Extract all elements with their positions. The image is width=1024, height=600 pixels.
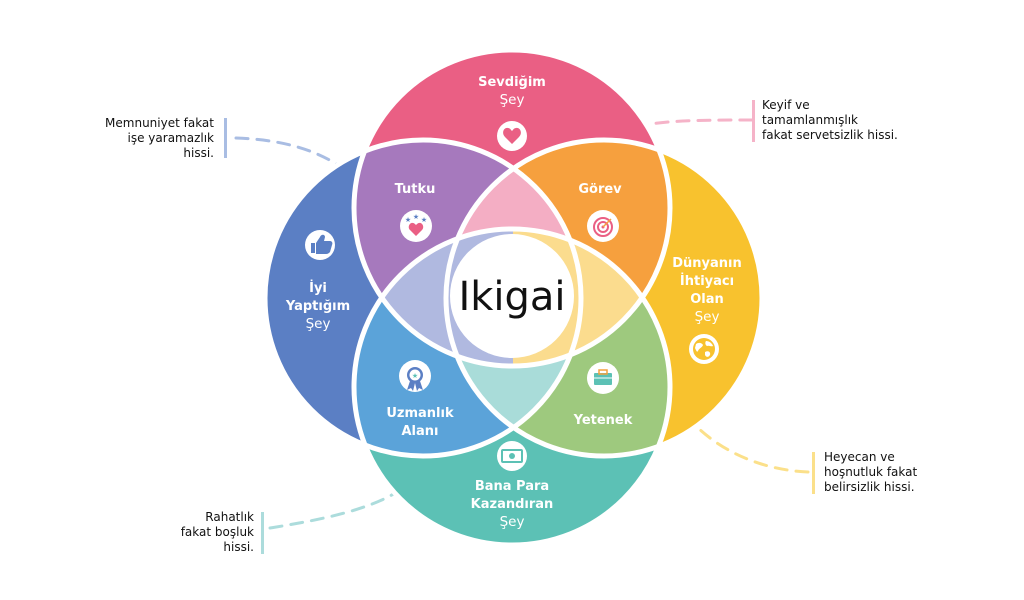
note-top-left-line2: işe yaramazlık	[127, 131, 214, 145]
label-gorev: Görev	[578, 182, 622, 197]
label-uzmanlik-line1: Uzmanlık	[386, 406, 454, 421]
label-left-line3: Şey	[306, 316, 331, 332]
note-top-left: Memnuniyet fakat işe yaramazlık hissi.	[70, 116, 214, 161]
label-right-line3: Olan	[690, 292, 724, 307]
note-bottom-right-bar	[812, 452, 815, 494]
note-top-left-bar	[224, 118, 227, 158]
briefcase-icon	[587, 362, 619, 394]
note-top-right-line3: fakat servetsizlik hissi.	[762, 128, 898, 142]
note-bottom-left-bar	[261, 512, 264, 554]
svg-text:★: ★	[413, 213, 419, 221]
award-ribbon-icon: ★	[399, 360, 431, 392]
label-top-line1: Sevdiğim	[478, 75, 546, 90]
money-icon	[497, 441, 527, 471]
stars-heart-icon: ★ ★ ★	[400, 210, 432, 242]
note-bottom-right-line2: hoşnutluk fakat	[824, 465, 918, 479]
label-right-line2: İhtiyacı	[680, 273, 734, 289]
label-top-line2: Şey	[500, 92, 525, 108]
circle-outlines	[262, 47, 765, 548]
label-right-line1: Dünyanın	[672, 256, 742, 271]
svg-text:★: ★	[412, 372, 418, 380]
note-top-right-line1: Keyif ve	[762, 98, 810, 112]
center-title: Ikigai	[458, 274, 565, 320]
center-circle	[450, 234, 574, 358]
label-left-line2: Yaptığım	[285, 299, 350, 314]
label-uzmanlik-line2: Alanı	[401, 424, 438, 439]
label-tutku: Tutku	[395, 182, 436, 197]
label-right-line4: Şey	[695, 309, 720, 325]
note-top-left-line1: Memnuniyet fakat	[105, 116, 214, 130]
note-bottom-left-line3: hissi.	[223, 540, 254, 554]
label-left-line1: İyi	[309, 280, 327, 296]
label-bottom-line1: Bana Para	[475, 479, 549, 494]
label-bottom-line3: Şey	[500, 514, 525, 530]
globe-icon	[689, 334, 719, 364]
note-bottom-right-line1: Heyecan ve	[824, 450, 895, 464]
label-yetenek: Yetenek	[573, 413, 633, 428]
svg-text:★: ★	[421, 216, 427, 224]
thumbs-up-icon	[305, 230, 335, 260]
target-icon	[587, 210, 619, 242]
label-bottom-line2: Kazandıran	[471, 497, 554, 512]
note-top-right: Keyif ve tamamlanmışlık fakat servetsizl…	[762, 98, 898, 143]
note-bottom-right: Heyecan ve hoşnutluk fakat belirsizlik h…	[824, 450, 917, 495]
heart-icon	[497, 121, 527, 151]
note-bottom-left-line1: Rahatlık	[205, 510, 254, 524]
note-top-right-line2: tamamlanmışlık	[762, 113, 858, 127]
note-bottom-left: Rahatlık fakat boşluk hissi.	[130, 510, 254, 555]
svg-text:★: ★	[405, 216, 411, 224]
note-top-left-line3: hissi.	[183, 146, 214, 160]
note-top-right-bar	[752, 100, 755, 142]
note-bottom-right-line3: belirsizlik hissi.	[824, 480, 915, 494]
note-bottom-left-line2: fakat boşluk	[180, 525, 254, 539]
